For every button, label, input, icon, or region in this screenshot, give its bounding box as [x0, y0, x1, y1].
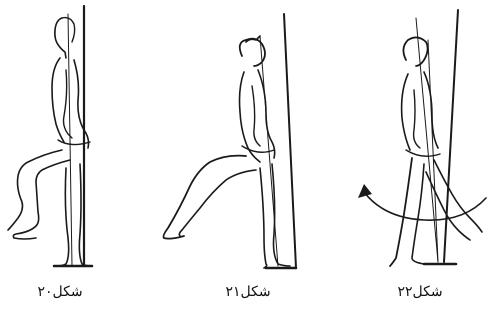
swing-leg-top: [434, 160, 482, 232]
standing-leg-front: [260, 168, 267, 268]
standing-leg-front: [390, 158, 412, 266]
figure-22-drawing: [320, 0, 488, 280]
torso-front: [52, 58, 64, 142]
torso-back: [74, 60, 89, 148]
torso-back: [258, 70, 275, 158]
hip: [406, 150, 440, 156]
figure-21-caption: شکل۲۱: [188, 284, 308, 300]
arm: [252, 86, 260, 146]
arm: [64, 70, 73, 138]
figure-21-illustration: [160, 0, 320, 280]
figure-22-illustration: [320, 0, 488, 280]
figure-20-drawing: [0, 0, 160, 280]
figure-21-drawing: [160, 0, 320, 280]
standing-leg-back: [412, 164, 424, 264]
head-outline: [403, 37, 427, 66]
standing-leg-front: [58, 168, 69, 266]
support-pole: [444, 10, 458, 262]
figure-20-caption: شکل۲۰: [0, 284, 120, 300]
extended-leg-bottom: [179, 170, 256, 236]
plumb-line: [68, 14, 72, 266]
plumb-line-2: [428, 40, 438, 262]
figure-22-caption: شکل۲۲: [360, 284, 480, 300]
standing-leg-back: [272, 164, 290, 266]
extended-leg-top: [164, 156, 247, 239]
arm: [414, 90, 420, 148]
arrowhead-icon: [358, 184, 372, 198]
support-pole: [284, 14, 296, 268]
torso-front: [402, 74, 410, 150]
head-outline: [55, 18, 66, 58]
bent-leg-front: [8, 150, 62, 230]
torso-front: [240, 72, 261, 162]
figure-20-illustration: [0, 0, 160, 280]
